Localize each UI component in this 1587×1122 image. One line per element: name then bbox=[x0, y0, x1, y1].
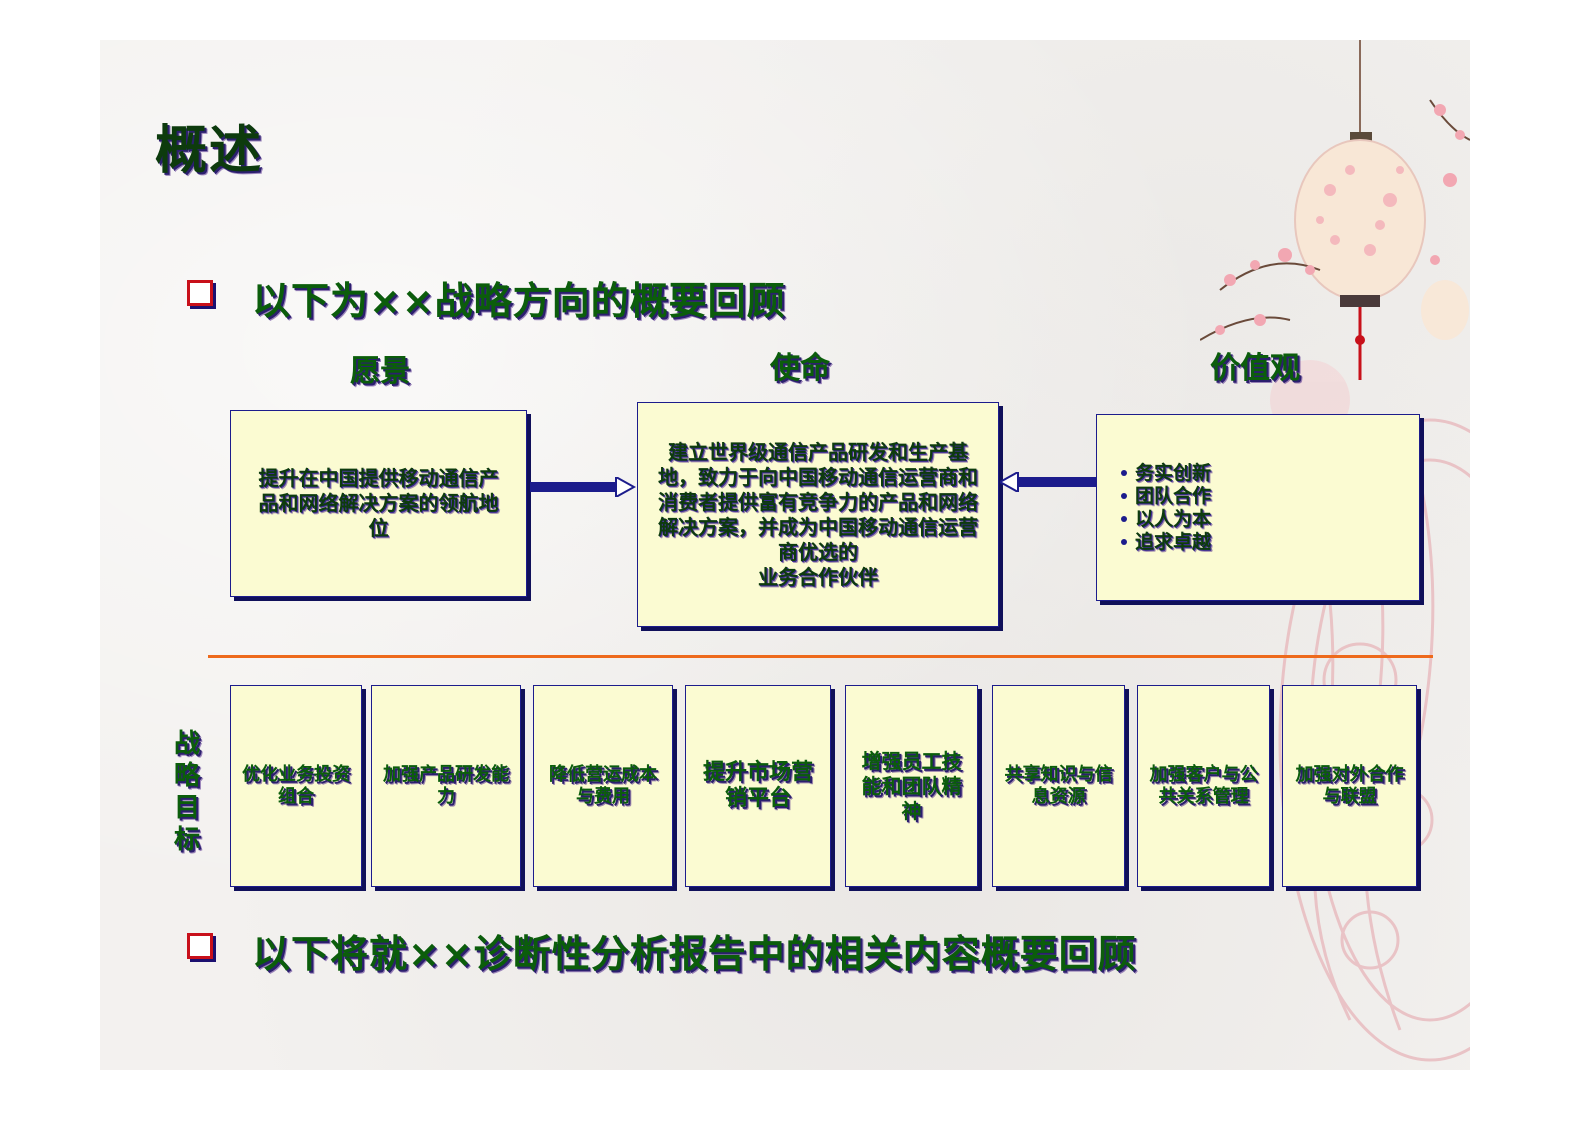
vision-box: 提升在中国提供移动通信产品和网络解决方案的领航地位 bbox=[230, 410, 527, 597]
mission-heading: 使命 bbox=[770, 351, 830, 386]
goal-box: 加强客户与公共关系管理 bbox=[1137, 685, 1270, 887]
goal-box: 增强员工技能和团队精神 bbox=[845, 685, 978, 887]
bullet-square-icon bbox=[187, 933, 213, 959]
goal-text: 加强对外合作与联盟 bbox=[1295, 764, 1404, 807]
goal-text: 增强员工技能和团队精神 bbox=[861, 748, 962, 823]
section-divider bbox=[208, 655, 1433, 658]
goals-side-label: 战略目标 bbox=[173, 729, 200, 855]
goal-text: 优化业务投资组合 bbox=[242, 764, 350, 807]
vision-text: 提升在中国提供移动通信产品和网络解决方案的领航地位 bbox=[258, 466, 499, 540]
goal-text: 降低营运成本与费用 bbox=[549, 764, 657, 807]
bullet-dot-icon bbox=[1121, 539, 1127, 545]
bullet-text-strategy: 以下为××战略方向的概要回顾 bbox=[252, 279, 786, 323]
arrow-right-icon bbox=[530, 477, 636, 497]
page-title: 概述 bbox=[155, 121, 264, 181]
goal-box: 降低营运成本与费用 bbox=[533, 685, 673, 887]
bullet-dot-icon bbox=[1121, 493, 1127, 499]
goal-box: 加强对外合作与联盟 bbox=[1282, 685, 1417, 887]
values-box: 务实创新 团队合作 以人为本 追求卓越 bbox=[1096, 414, 1420, 601]
values-item: 以人为本 bbox=[1121, 508, 1419, 531]
values-heading: 价值观 bbox=[1210, 351, 1300, 386]
goal-box: 加强产品研发能力 bbox=[371, 685, 521, 887]
goal-text: 加强产品研发能力 bbox=[383, 764, 509, 807]
mission-box: 建立世界级通信产品研发和生产基地，致力于向中国移动通信运营商和消费者提供富有竞争… bbox=[637, 402, 999, 627]
goal-box: 提升市场营销平台 bbox=[685, 685, 831, 887]
values-item: 团队合作 bbox=[1121, 485, 1419, 508]
values-item: 追求卓越 bbox=[1121, 531, 1419, 554]
goal-box: 共享知识与信息资源 bbox=[992, 685, 1125, 887]
mission-text-end: 业务合作伙伴 bbox=[758, 564, 878, 589]
mission-text: 建立世界级通信产品研发和生产基地，致力于向中国移动通信运营商和消费者提供富有竞争… bbox=[658, 439, 978, 564]
goal-box: 优化业务投资组合 bbox=[230, 685, 362, 887]
bullet-dot-icon bbox=[1121, 516, 1127, 522]
values-item: 务实创新 bbox=[1121, 462, 1419, 485]
bullet-text-diagnosis: 以下将就××诊断性分析报告中的相关内容概要回顾 bbox=[252, 932, 1137, 976]
goal-text: 共享知识与信息资源 bbox=[1004, 764, 1113, 807]
arrow-left-icon bbox=[1000, 472, 1096, 492]
values-list: 务实创新 团队合作 以人为本 追求卓越 bbox=[1097, 462, 1419, 554]
slide: 概述 以下为××战略方向的概要回顾 愿景 使命 价值观 提升在中国提供移动通信产… bbox=[100, 40, 1470, 1070]
goal-text: 加强客户与公共关系管理 bbox=[1149, 764, 1258, 807]
goal-text: 提升市场营销平台 bbox=[702, 760, 813, 811]
bullet-square-icon bbox=[187, 280, 213, 306]
bullet-dot-icon bbox=[1121, 470, 1127, 476]
vision-heading: 愿景 bbox=[350, 354, 410, 389]
